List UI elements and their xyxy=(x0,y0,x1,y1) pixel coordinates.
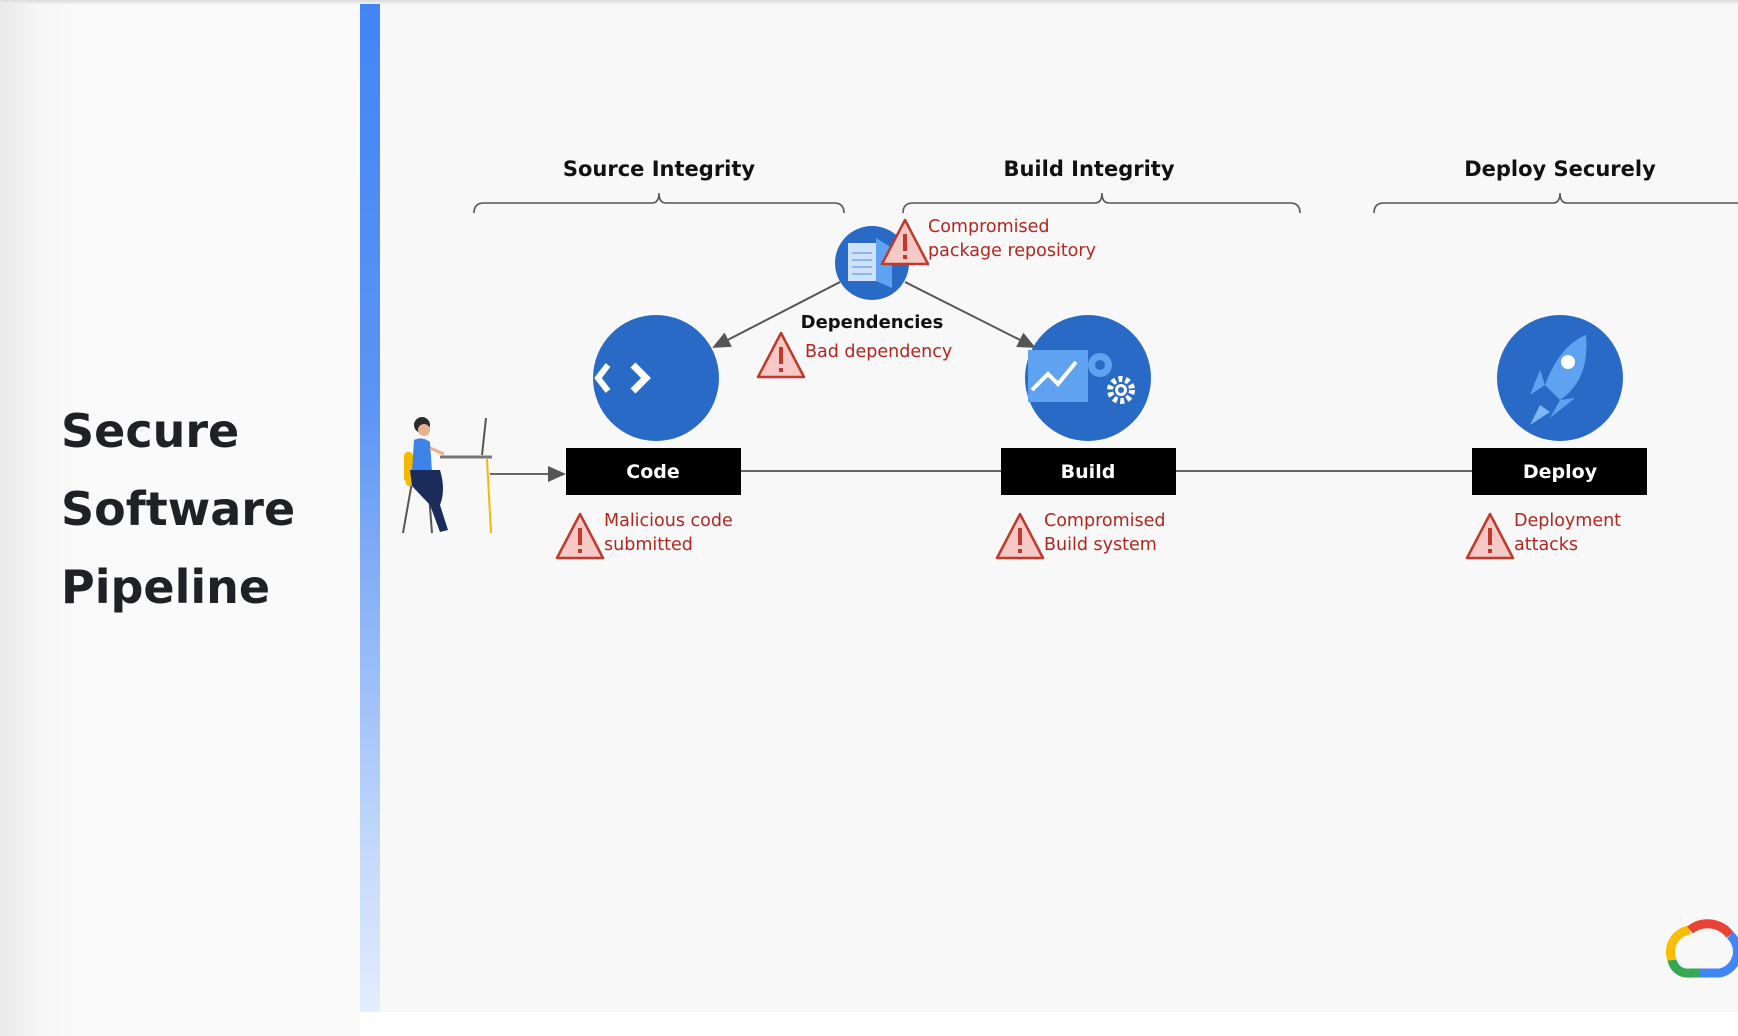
stage-build-label: Build xyxy=(1061,461,1116,483)
dependencies-icon xyxy=(835,226,909,300)
stage-code-label: Code xyxy=(626,461,679,483)
warning-icon xyxy=(1465,512,1515,560)
bracket-deploy xyxy=(1373,192,1738,214)
warning-icon xyxy=(555,512,605,560)
accent-bar xyxy=(360,4,380,1012)
section-header-source: Source Integrity xyxy=(563,157,756,181)
threat-build-line2: Build system xyxy=(1044,535,1157,555)
dependency-to-build-arrow xyxy=(904,281,1036,348)
threat-deploy-line1: Deployment xyxy=(1514,511,1621,531)
threat-dependency: Bad dependency xyxy=(805,342,952,362)
threat-deploy-line2: attacks xyxy=(1514,535,1578,555)
threat-build-line1: Compromised xyxy=(1044,511,1166,531)
slide-title: Secure Software Pipeline xyxy=(61,392,295,626)
stage-build[interactable]: Build xyxy=(1001,448,1176,495)
slide-title-line: Secure xyxy=(61,404,240,458)
bracket-source xyxy=(473,192,845,214)
stage-deploy-label: Deploy xyxy=(1523,461,1598,483)
diagram-canvas xyxy=(380,4,1738,1012)
stage-deploy[interactable]: Deploy xyxy=(1472,448,1647,495)
slide-title-line: Pipeline xyxy=(61,560,271,614)
top-divider xyxy=(0,0,1738,4)
section-header-build: Build Integrity xyxy=(1003,157,1174,181)
warning-icon xyxy=(756,331,806,379)
bracket-build xyxy=(902,192,1301,214)
slide-title-line: Software xyxy=(61,482,296,536)
dependencies-label: Dependencies xyxy=(801,312,944,333)
stage-code[interactable]: Code xyxy=(566,448,741,495)
rocket-icon xyxy=(1497,315,1623,441)
google-cloud-logo-icon xyxy=(1665,919,1738,978)
section-header-deploy: Deploy Securely xyxy=(1464,157,1656,181)
left-panel xyxy=(0,0,360,1036)
dependency-to-code-arrow xyxy=(712,281,841,348)
build-icon xyxy=(1025,315,1151,441)
threat-code-line2: submitted xyxy=(604,535,693,555)
threat-code-line1: Malicious code xyxy=(604,511,733,531)
developer-illustration-icon xyxy=(402,417,492,534)
warning-icon xyxy=(995,512,1045,560)
code-icon xyxy=(593,315,719,441)
threat-repo-line2: package repository xyxy=(928,241,1096,261)
threat-repo-line1: Compromised xyxy=(928,217,1050,237)
